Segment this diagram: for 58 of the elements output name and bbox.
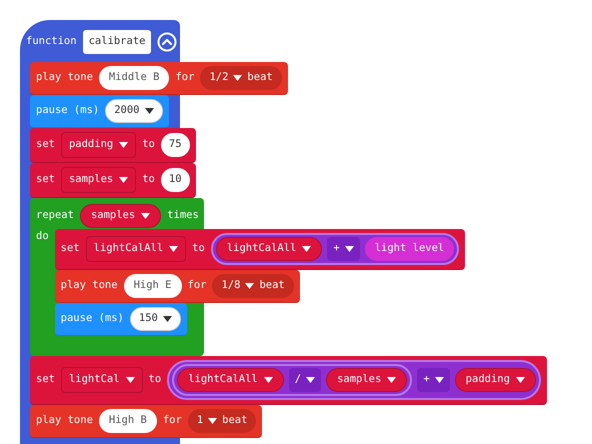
beat-dropdown: 1/8 beat — [212, 274, 294, 298]
operator-dropdown: + — [417, 368, 450, 392]
block-keyword: play tone — [36, 413, 93, 428]
block-keyword: times — [167, 208, 199, 223]
variable-reporter: samples — [80, 204, 162, 228]
block-keyword: for — [188, 278, 206, 294]
set-variable-block — [30, 356, 547, 405]
play-tone-block — [30, 62, 288, 95]
set-variable-block — [30, 163, 196, 198]
operator-block — [172, 364, 412, 396]
play-tone-block — [30, 405, 262, 438]
block-keyword: to — [148, 372, 162, 388]
block-keyword: for — [162, 413, 182, 428]
pause-block — [54, 303, 187, 336]
set-variable-block — [54, 229, 466, 270]
beat-dropdown: 1 beat — [188, 409, 256, 433]
variable-dropdown: lightCalAll — [86, 236, 186, 262]
repeat-loop-block — [30, 198, 466, 356]
block-keyword: play tone — [60, 278, 118, 294]
block-keyword: function — [26, 34, 77, 50]
operator-dropdown: / — [288, 368, 322, 392]
block-keyword: set — [36, 172, 55, 188]
block-keyword: to — [192, 241, 205, 256]
variable-dropdown: padding — [60, 132, 136, 158]
note-field: High B — [98, 409, 157, 433]
variable-reporter: lightCalAll — [216, 237, 322, 261]
function-block — [20, 20, 547, 444]
function-name-field: calibrate — [82, 30, 152, 54]
set-variable-block — [30, 128, 196, 163]
variable-reporter: lightCalAll — [177, 368, 284, 392]
block-keyword: set — [60, 241, 80, 256]
block-keyword: set — [36, 372, 55, 388]
variable-reporter: padding — [454, 368, 536, 392]
note-field: High E — [124, 274, 182, 298]
number-dropdown: 2000 — [105, 99, 163, 123]
variable-dropdown: samples — [60, 167, 136, 193]
number-field: 10 — [160, 168, 190, 192]
number-field: 75 — [160, 133, 190, 157]
variable-reporter: samples — [326, 368, 408, 392]
note-field: Middle B — [98, 66, 170, 90]
operator-block — [210, 233, 460, 265]
variable-dropdown: lightCal — [60, 367, 143, 393]
block-keyword: set — [36, 137, 55, 152]
number-dropdown: 150 — [130, 307, 181, 331]
pause-block — [30, 95, 169, 128]
light-level-block: light level — [364, 237, 454, 261]
beat-dropdown: 1/2 beat — [200, 66, 282, 90]
play-tone-block — [54, 270, 300, 303]
block-keyword: to — [142, 172, 155, 188]
block-keyword: repeat — [36, 208, 74, 223]
block-keyword: to — [142, 137, 155, 152]
block-keyword: pause (ms) — [60, 311, 124, 326]
block-keyword: do — [36, 229, 49, 244]
block-keyword: pause (ms) — [36, 103, 100, 118]
block-keyword: play tone — [36, 70, 93, 86]
block-keyword: for — [175, 70, 194, 86]
operator-dropdown: + — [327, 237, 360, 261]
operator-block — [167, 360, 541, 400]
